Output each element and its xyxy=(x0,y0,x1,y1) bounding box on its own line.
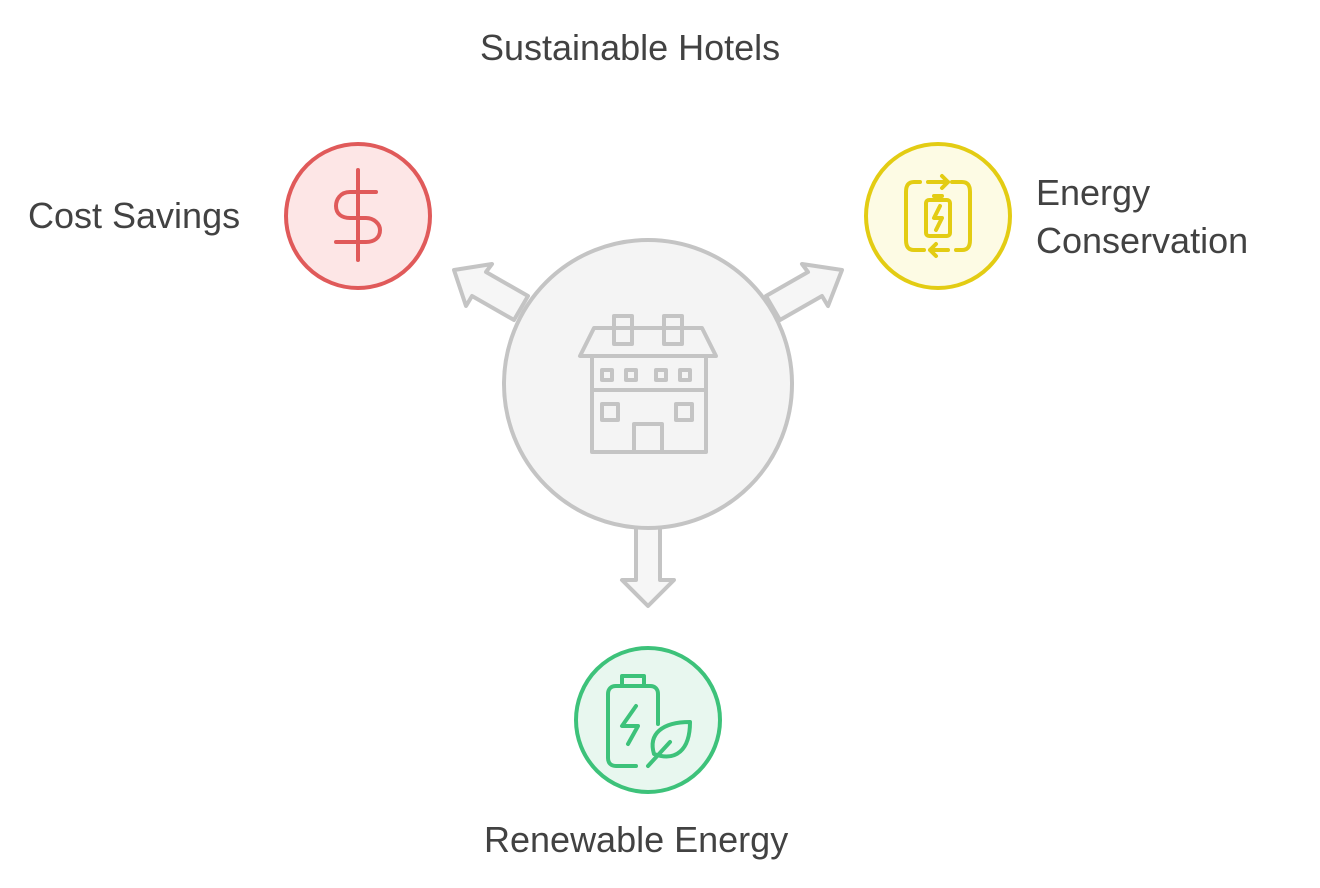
energy-conservation-label-line2: Conservation xyxy=(1036,220,1249,261)
renewable-energy-node xyxy=(574,646,722,794)
arrow-to-energy-conservation xyxy=(764,262,844,322)
renewable-energy-label: Renewable Energy xyxy=(484,819,789,860)
battery-cycle-icon xyxy=(904,174,972,258)
arrow-to-renewable-energy xyxy=(620,524,676,608)
battery-leaf-icon xyxy=(606,674,692,768)
energy-conservation-node xyxy=(864,142,1012,290)
arrow-to-cost-savings xyxy=(452,262,530,322)
dollar-sign-icon xyxy=(334,168,382,262)
energy-conservation-label-line1: Energy xyxy=(1036,172,1151,213)
energy-conservation-label: Energy Conservation xyxy=(1036,169,1306,265)
cost-savings-node xyxy=(284,142,432,290)
page-title: Sustainable Hotels xyxy=(480,27,781,68)
center-node xyxy=(502,238,794,530)
hotel-building-icon xyxy=(578,314,718,454)
cost-savings-label: Cost Savings xyxy=(28,195,241,236)
